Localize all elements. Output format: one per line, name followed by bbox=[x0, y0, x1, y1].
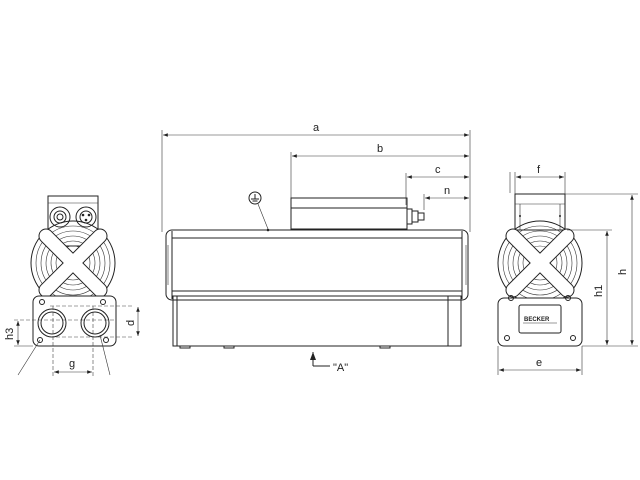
dim-a-label: a bbox=[313, 122, 320, 134]
dim-h3-label: h3 bbox=[4, 328, 16, 340]
rear-view: BECKER f h h1 e bbox=[497, 164, 638, 375]
front-view: d h3 g bbox=[4, 195, 140, 378]
dim-h1-label: h1 bbox=[593, 285, 605, 297]
fan-cover bbox=[30, 220, 116, 306]
terminal-box bbox=[290, 197, 408, 230]
view-a-marker: "A" bbox=[310, 352, 348, 374]
becker-logo-plate bbox=[518, 304, 562, 334]
dim-b-label: b bbox=[377, 143, 383, 155]
becker-logo: BECKER bbox=[524, 317, 550, 323]
dim-g-label: g bbox=[69, 358, 75, 370]
main-housing bbox=[165, 229, 469, 301]
dim-e-label: e bbox=[536, 357, 542, 369]
dim-d-label: d bbox=[125, 320, 137, 326]
dim-f-label: f bbox=[537, 164, 541, 176]
lower-housing bbox=[172, 295, 462, 347]
dim-h-label: h bbox=[617, 269, 629, 275]
x-bracket-rear bbox=[505, 228, 575, 298]
cable-gland-icon bbox=[406, 208, 425, 225]
feet bbox=[179, 345, 391, 349]
dim-n-label: n bbox=[444, 185, 450, 197]
dim-c-label: c bbox=[435, 164, 441, 176]
ground-symbol-icon bbox=[248, 191, 270, 232]
view-a-label: "A" bbox=[333, 362, 348, 374]
side-view: a b c n "A" bbox=[161, 122, 471, 374]
fan-cover-rear bbox=[497, 220, 583, 306]
x-bracket bbox=[38, 228, 108, 298]
